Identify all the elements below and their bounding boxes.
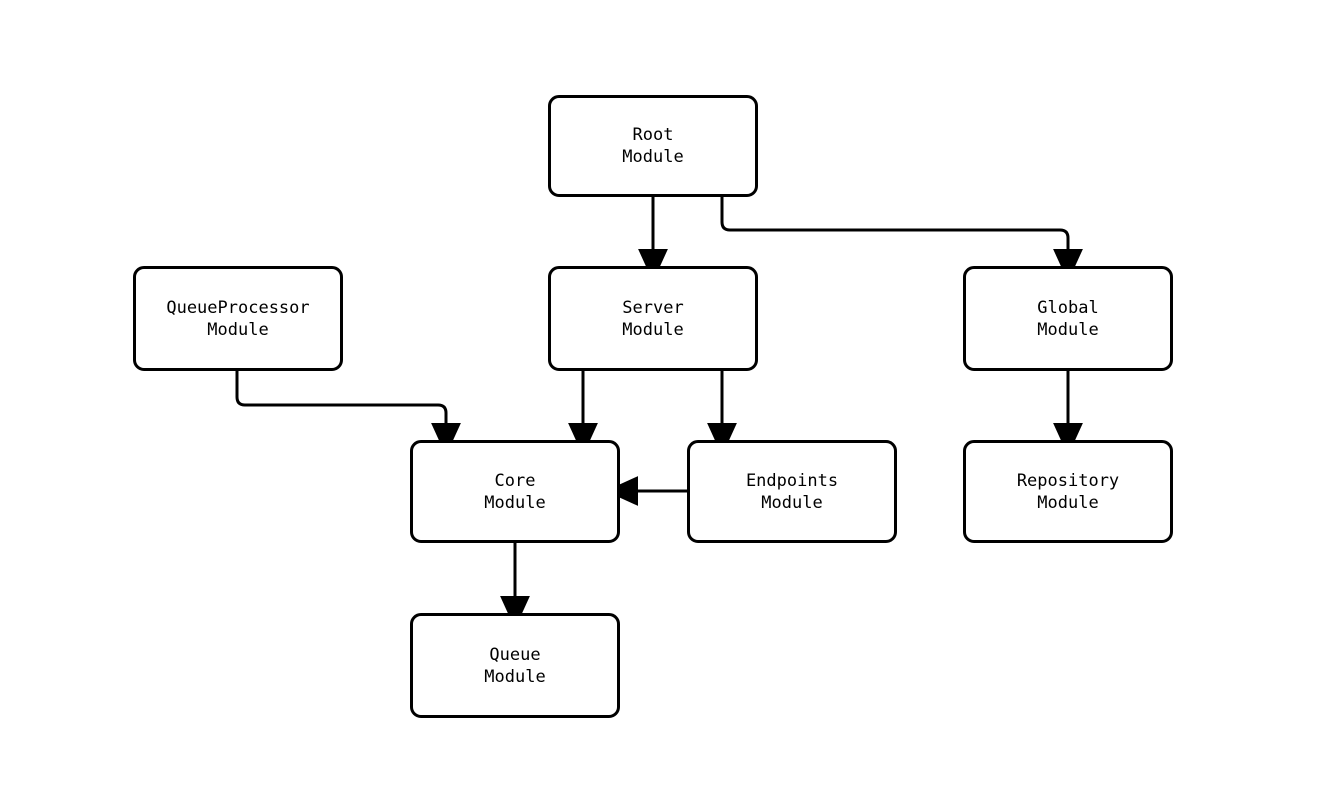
node-queueprocessor-label-line2: Module [207, 319, 269, 340]
node-server[interactable]: Server Module [548, 266, 758, 371]
node-endpoints-label-line2: Module [761, 492, 823, 513]
node-endpoints[interactable]: Endpoints Module [687, 440, 897, 543]
node-global-label-line2: Module [1037, 319, 1099, 340]
node-queueprocessor[interactable]: QueueProcessor Module [133, 266, 343, 371]
node-repository-label-line2: Module [1037, 492, 1099, 513]
node-queue-label-line1: Queue [489, 644, 541, 665]
edge-root-to-global [720, 197, 1083, 282]
node-core[interactable]: Core Module [410, 440, 620, 543]
node-core-label-line2: Module [484, 492, 546, 513]
edge-queueprocessor-to-core [235, 371, 461, 456]
node-server-label-line2: Module [622, 319, 684, 340]
node-root-label-line1: Root [632, 125, 674, 145]
node-core-label-line1: Core [494, 470, 536, 491]
node-endpoints-label-line1: Endpoints [745, 470, 839, 491]
node-repository[interactable]: Repository Module [963, 440, 1173, 543]
node-root[interactable]: Root Module [548, 95, 758, 197]
node-server-label-line1: Server [622, 297, 684, 318]
node-root-label-line2: Module [622, 147, 684, 167]
node-queue[interactable]: Queue Module [410, 613, 620, 718]
node-global-label-line1: Global [1037, 297, 1099, 318]
node-global[interactable]: Global Module [963, 266, 1173, 371]
node-repository-label-line1: Repository [1016, 470, 1120, 491]
node-queue-label-line2: Module [484, 666, 546, 687]
node-queueprocessor-label-line1: QueueProcessor [166, 297, 310, 318]
